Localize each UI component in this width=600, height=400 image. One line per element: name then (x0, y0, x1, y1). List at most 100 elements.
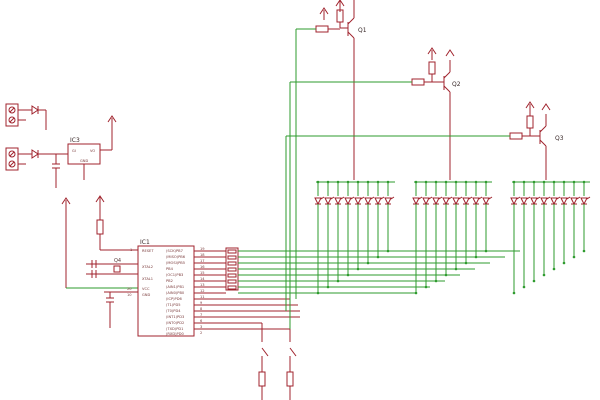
resistor-q3-base (509, 132, 523, 140)
ic1-microcontroller: IC1 RESET XTAL2 XTAL1 VCC GND 1 20 10 (S… (127, 239, 300, 337)
led (364, 180, 375, 265)
led (462, 180, 473, 265)
led (520, 180, 531, 289)
crystal-label: Q4 (114, 258, 121, 264)
ic3-pin-vo: VO (90, 149, 95, 153)
push-button-2 (286, 329, 297, 400)
led (374, 180, 385, 259)
ic1-pinnum-8: 8 (200, 307, 203, 311)
ic1-pinnum-left-10: 10 (127, 293, 132, 297)
push-button-1 (258, 323, 269, 400)
ic1-pin-pd3: (INT1)PD3 (166, 315, 184, 319)
power-input-section: IC3 GI VO GND (5, 103, 117, 188)
crystal-q4 (113, 265, 121, 273)
ic1-pinnum-13: 13 (200, 283, 205, 287)
resistor-q2-base (411, 78, 425, 86)
q2-label: Q2 (452, 81, 461, 88)
ic1-pin-pd1: (TXD)PD1 (166, 327, 183, 331)
led-group-1 (314, 180, 395, 295)
ic1-pin-pb2: PB2 (166, 279, 173, 283)
ic1-pin-pd0: (RXD)PD0 (166, 332, 184, 336)
ic1-pin-xtal1: XTAL1 (142, 277, 153, 281)
ic1-pin-pb4: PB4 (166, 267, 174, 271)
ic1-pinnum-left-1: 1 (130, 248, 132, 252)
ic1-pinnum-15: 15 (200, 271, 205, 275)
ic1-pinnum-11: 11 (200, 295, 205, 299)
ic1-pin-pd2: (INT0)PD2 (166, 321, 184, 325)
ic1-pin-pb3: (OC1)PB3 (166, 273, 183, 277)
connector-x2-pin1 (8, 150, 16, 158)
ic1-pin-pd6: (ICP)PD6 (166, 297, 182, 301)
led (580, 180, 591, 253)
led (314, 180, 325, 295)
ic1-pinnum-17: 17 (200, 259, 205, 263)
vcc-arrow-reset (95, 195, 105, 203)
ic1-pin-pb7: (SCK)PB7 (166, 249, 183, 253)
led (472, 180, 483, 259)
led (550, 180, 561, 271)
connector-x2 (5, 147, 19, 171)
ic1-pin-gnd: GND (142, 293, 150, 297)
q3-label: Q3 (555, 135, 564, 142)
led (560, 180, 571, 265)
led (354, 180, 365, 271)
led-group-3 (510, 180, 591, 295)
ic1-pinnum-7: 7 (200, 313, 202, 317)
led (540, 180, 551, 277)
resistor-reset (96, 219, 104, 235)
resistor-q2-pullup (428, 61, 436, 75)
ic1-pinnum-9: 9 (200, 301, 203, 305)
ic1-pinnum-12: 12 (200, 289, 205, 293)
ic1-pinnum-19: 19 (200, 247, 205, 251)
ic3-pin-gi: GI (72, 149, 76, 153)
connector-x2-pin2 (8, 160, 16, 168)
led (510, 180, 521, 295)
ic1-pin-pb1: (AIN1)PB1 (166, 285, 184, 289)
led (334, 180, 345, 283)
ic1-pinnum-14: 14 (200, 277, 205, 281)
ic1-body (137, 245, 195, 337)
ic1-pin-pb0: (AIN0)PB0 (166, 291, 185, 295)
resistor-button-1 (258, 371, 266, 387)
led (324, 180, 335, 289)
ic1-pinnum-3: 3 (200, 325, 202, 329)
ic1-pin-pd5: (T1)PD5 (166, 303, 181, 307)
connector-x1-pin2 (8, 116, 16, 124)
connector-x1-pin1 (8, 106, 16, 114)
led (570, 180, 581, 259)
led (482, 180, 493, 253)
ic1-label: IC1 (140, 239, 150, 246)
ic3-label: IC3 (70, 137, 80, 144)
led (422, 180, 433, 289)
ic3-pin-gnd: GND (80, 159, 88, 163)
led (452, 180, 463, 271)
diode-d2 (31, 149, 39, 159)
led (530, 180, 541, 283)
ic1-pin-reset: RESET (142, 249, 154, 253)
ic1-pin-pb5: (MOSI)PB5 (166, 261, 185, 265)
ic1-pin-pd4: (T0)PD4 (166, 309, 181, 313)
led-group-2 (412, 180, 493, 295)
transistor-q1: Q1 (295, 0, 367, 299)
vcc-arrow-left (61, 197, 71, 205)
connector-x1 (5, 103, 19, 127)
diode-d1 (31, 105, 39, 115)
led (432, 180, 443, 283)
resistor-array (225, 247, 239, 291)
led (344, 180, 355, 277)
ic1-pin-xtal2: XTAL2 (142, 265, 153, 269)
led (442, 180, 453, 277)
ic1-pinnum-6: 6 (200, 319, 203, 323)
resistor-button-2 (286, 371, 294, 387)
resistor-q1-base (315, 25, 329, 33)
q1-label: Q1 (358, 27, 367, 34)
resistor-q3-pullup (526, 115, 534, 129)
ic1-pinnum-18: 18 (200, 253, 205, 257)
ic1-pin-vcc: VCC (142, 287, 150, 291)
led (412, 180, 423, 295)
ic1-pinnum-16: 16 (200, 265, 205, 269)
transistor-q3: Q3 (285, 101, 564, 311)
vcc-arrow-regulator (107, 115, 117, 123)
led (384, 180, 395, 253)
